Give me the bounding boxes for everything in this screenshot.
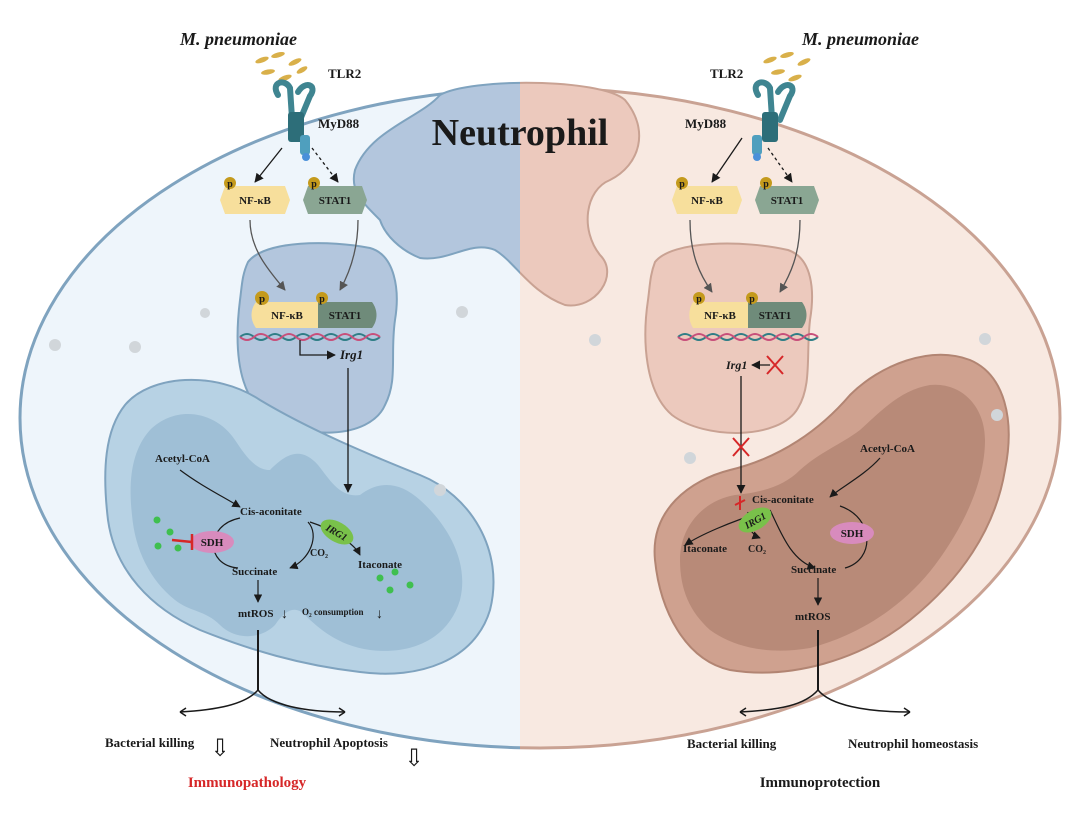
- right-dna-icon: [677, 333, 819, 341]
- left-outcome-killing: Bacterial killing: [105, 735, 195, 750]
- right-receptor: M. pneumoniae TLR2 MyD88: [685, 29, 919, 161]
- right-stat1-p: p: [763, 179, 769, 190]
- left-mtros: mtROS: [238, 608, 273, 620]
- left-tlr2-label: TLR2: [328, 66, 361, 81]
- left-stat1-p: p: [311, 179, 317, 190]
- left-complex-stat1: STAT1: [329, 310, 362, 322]
- left-myd88-label: MyD88: [318, 116, 360, 131]
- right-complex-p1: p: [696, 294, 702, 305]
- right-mtros: mtROS: [795, 611, 830, 623]
- left-succinate: Succinate: [232, 566, 277, 578]
- right-outcome-killing: Bacterial killing: [687, 736, 777, 751]
- left-complex-p1: p: [259, 293, 265, 305]
- left-mtros-down: ↓: [281, 607, 288, 622]
- bacteria-left-icon: [255, 51, 308, 82]
- left-stat1-box: p STAT1: [303, 177, 367, 214]
- right-complex-stat1: STAT1: [759, 310, 792, 322]
- nucleus-left-upper: [352, 81, 520, 275]
- right-sdh: SDH: [841, 528, 864, 540]
- right-succinate: Succinate: [791, 564, 836, 576]
- left-itaconate-dots: [153, 516, 414, 594]
- right-tca: Acetyl-CoA Cis-aconitate SDH IRG1 Itacon…: [683, 443, 915, 623]
- right-gene-block-icon: [766, 355, 784, 375]
- left-cis: Cis-aconitate: [240, 506, 302, 518]
- right-itaconate: Itaconate: [683, 543, 727, 555]
- page-title: Neutrophil: [432, 112, 609, 154]
- right-irg1-block-icon: [734, 496, 746, 510]
- left-nfkb-p: p: [227, 179, 233, 190]
- right-cis: Cis-aconitate: [752, 494, 814, 506]
- left-sdh: SDH: [201, 537, 224, 549]
- right-stat1-box: p STAT1: [755, 177, 819, 214]
- left-outcome-killing-down: ⇩: [210, 736, 230, 762]
- right-tlr2-label: TLR2: [710, 66, 743, 81]
- bacteria-right-icon: [763, 51, 811, 82]
- cytoplasm-granules: [49, 306, 1003, 496]
- right-outcomes: Bacterial killing Neutrophil homeostasis…: [687, 630, 978, 791]
- right-stat1-label: STAT1: [771, 195, 804, 207]
- tlr2-left-icon: [272, 79, 316, 161]
- left-outcomes: Bacterial killing ⇩ Neutrophil Apoptosis…: [105, 630, 424, 791]
- left-o2: O₂ consumption: [302, 607, 363, 617]
- left-pathogen: M. pneumoniae: [179, 29, 297, 49]
- right-acetyl: Acetyl-CoA: [860, 443, 915, 455]
- right-co2: CO₂: [748, 544, 766, 555]
- left-complex-p2: p: [319, 294, 325, 305]
- tlr2-right-icon: [752, 79, 796, 161]
- left-tca: Acetyl-CoA Cis-aconitate SDH IRG1 CO₂ It…: [153, 453, 414, 622]
- left-complex-nfkb: NF-κB: [271, 310, 303, 322]
- left-irg1-gene: Irg1: [339, 347, 363, 362]
- left-co2: CO₂: [310, 548, 328, 559]
- left-outcome-apoptosis: Neutrophil Apoptosis: [270, 735, 388, 750]
- right-nuclear-complex: p p NF-κB STAT1 Irg1: [677, 292, 819, 375]
- mitochondrion-left: [104, 378, 495, 675]
- right-result: Immunoprotection: [760, 775, 881, 791]
- right-pathogen: M. pneumoniae: [801, 29, 919, 49]
- left-nuclear-complex: p p NF-κB STAT1 Irg1: [239, 291, 381, 362]
- right-nfkb-box: p NF-κB: [672, 177, 742, 214]
- left-nfkb-box: p NF-κB: [220, 177, 290, 214]
- left-result: Immunopathology: [188, 775, 307, 791]
- right-complex-p2: p: [749, 294, 755, 305]
- right-transport-block-icon: [732, 437, 750, 457]
- right-nfkb-label: NF-κB: [691, 195, 723, 207]
- left-stat1-label: STAT1: [319, 195, 352, 207]
- left-outcome-apoptosis-down: ⇩: [404, 746, 424, 772]
- right-nfkb-p: p: [679, 179, 685, 190]
- left-acetyl: Acetyl-CoA: [155, 453, 210, 465]
- nucleus-lobe-right: [644, 242, 813, 434]
- mitochondrion-right: [653, 353, 1010, 674]
- left-nfkb-label: NF-κB: [239, 195, 271, 207]
- right-irg1-gene: Irg1: [725, 358, 747, 372]
- right-complex-nfkb: NF-κB: [704, 310, 736, 322]
- right-myd88-label: MyD88: [685, 116, 727, 131]
- nucleus-right-upper: [520, 81, 641, 307]
- left-dna-icon: [239, 333, 381, 341]
- left-receptor: M. pneumoniae TLR2 MyD88: [179, 29, 361, 161]
- right-outcome-homeostasis: Neutrophil homeostasis: [848, 736, 978, 751]
- left-o2-down: ↓: [376, 607, 383, 622]
- left-itaconate: Itaconate: [358, 559, 402, 571]
